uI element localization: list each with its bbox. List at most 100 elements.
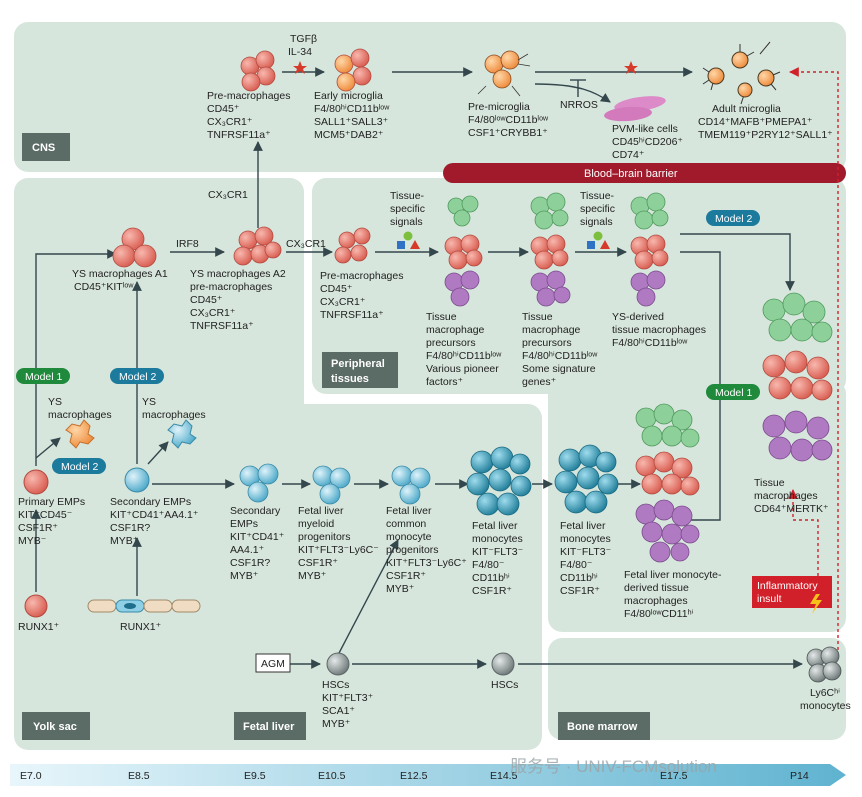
peripheral-panel	[312, 178, 846, 394]
timeline-tick-label: E7.0	[20, 770, 42, 782]
svg-text:CSF1R?: CSF1R?	[110, 522, 150, 534]
svg-text:Tissue: Tissue	[522, 311, 553, 323]
nrros-label: NRROS	[560, 99, 598, 111]
svg-text:F4/80ʰⁱCD11bˡᵒʷ: F4/80ʰⁱCD11bˡᵒʷ	[426, 350, 502, 362]
cns-pre-macrophage-cluster	[240, 50, 276, 92]
svg-text:Fetal liver: Fetal liver	[560, 520, 606, 532]
common-monocyte-progenitor-cluster	[391, 465, 431, 505]
fetal-liver-monocyte-cluster-2	[554, 444, 619, 514]
svg-text:MYB⁺: MYB⁺	[322, 718, 351, 730]
svg-text:Model 2: Model 2	[715, 213, 753, 225]
svg-text:YS: YS	[142, 396, 156, 408]
svg-text:CSF1R⁺: CSF1R⁺	[560, 585, 600, 597]
svg-text:YS macrophages A1: YS macrophages A1	[72, 268, 168, 280]
svg-text:CSF1R⁺: CSF1R⁺	[386, 570, 426, 582]
svg-text:precursors: precursors	[426, 337, 476, 349]
svg-text:macrophage: macrophage	[426, 324, 485, 336]
fl-hsc-cell	[326, 652, 350, 676]
svg-text:IL-34: IL-34	[288, 46, 312, 58]
cns-header: CNS	[22, 133, 70, 161]
bm-hscs-label: HSCs	[491, 679, 518, 691]
svg-text:Various pioneer: Various pioneer	[426, 363, 499, 375]
fl-secondary-emp-cluster	[239, 463, 279, 503]
early-microglia-label: Early microglia F4/80ʰⁱCD11bˡᵒʷ SALL1⁺SA…	[314, 90, 390, 141]
svg-text:Model 2: Model 2	[61, 461, 99, 473]
bone-marrow-header: Bone marrow	[558, 712, 650, 740]
svg-text:F4/80ʰⁱCD11bˡᵒʷ: F4/80ʰⁱCD11bˡᵒʷ	[522, 350, 598, 362]
svg-text:YS macrophages A2: YS macrophages A2	[190, 268, 286, 280]
svg-text:PVM-like cells: PVM-like cells	[612, 123, 678, 135]
svg-text:TNFRSF11a⁺: TNFRSF11a⁺	[320, 309, 384, 321]
svg-text:common: common	[386, 518, 426, 530]
pre-microglia-label: Pre-microglia F4/80ˡᵒʷCD11bˡᵒʷ CSF1⁺CRYB…	[468, 101, 549, 139]
svg-text:Fetal liver: Fetal liver	[386, 505, 432, 517]
svg-text:Adult microglia: Adult microglia	[712, 103, 781, 115]
svg-text:tissue macrophages: tissue macrophages	[612, 324, 706, 336]
svg-text:TGFβ: TGFβ	[290, 33, 317, 45]
svg-text:Peripheral: Peripheral	[331, 358, 385, 370]
secondary-emps-label: Secondary EMPs KIT⁺CD41⁺AA4.1⁺ CSF1R? MY…	[110, 496, 199, 547]
svg-text:TMEM119⁺P2RY12⁺SALL1⁺: TMEM119⁺P2RY12⁺SALL1⁺	[698, 129, 833, 141]
timeline-tick-label: E17.5	[660, 770, 688, 782]
svg-text:Blood–brain barrier: Blood–brain barrier	[584, 168, 678, 180]
adult-microglia-label: Adult microglia CD14⁺MAFB⁺PMEPA1⁺ TMEM11…	[698, 103, 833, 141]
svg-text:Fetal liver: Fetal liver	[298, 505, 344, 517]
ys-derived-label: YS-derived tissue macrophages F4/80ʰⁱCD1…	[612, 311, 706, 349]
svg-text:F4/80ˡᵒʷCD11bˡᵒʷ: F4/80ˡᵒʷCD11bˡᵒʷ	[468, 114, 549, 126]
svg-text:MYB⁺: MYB⁺	[230, 570, 259, 582]
svg-text:KIT⁺FLT3⁻Ly6C⁺: KIT⁺FLT3⁻Ly6C⁺	[386, 557, 467, 569]
svg-text:MYB⁺: MYB⁺	[298, 570, 327, 582]
ys-macrophage-orange-icon	[65, 419, 95, 449]
svg-text:derived tissue: derived tissue	[624, 582, 689, 594]
svg-text:precursors: precursors	[522, 337, 572, 349]
svg-text:Secondary: Secondary	[230, 505, 281, 517]
early-microglia-cluster	[334, 48, 372, 92]
runx1-primary-cell	[24, 594, 48, 618]
svg-text:TNFRSF11a⁺: TNFRSF11a⁺	[207, 129, 271, 141]
svg-text:Ly6Cʰⁱ: Ly6Cʰⁱ	[810, 687, 840, 699]
ys-macrophages-label-b: YS macrophages	[142, 396, 206, 421]
svg-text:CSF1⁺CRYBB1⁺: CSF1⁺CRYBB1⁺	[468, 127, 548, 139]
svg-text:signals: signals	[390, 216, 423, 228]
svg-text:F4/80ʰⁱCD11bˡᵒʷ: F4/80ʰⁱCD11bˡᵒʷ	[612, 337, 688, 349]
flow-arrows	[31, 67, 803, 669]
model-2-badge-ys: Model 2	[110, 368, 164, 384]
peripheral-pre-macrophage-cluster	[334, 227, 371, 264]
svg-text:SCA1⁺: SCA1⁺	[322, 705, 355, 717]
svg-text:genes⁺: genes⁺	[522, 376, 557, 388]
svg-text:insult: insult	[757, 593, 782, 605]
svg-text:CD45⁺: CD45⁺	[207, 103, 240, 115]
svg-text:KIT⁺FLT3⁻Ly6C⁻: KIT⁺FLT3⁻Ly6C⁻	[298, 544, 379, 556]
ys-macrophages-a2-cluster	[233, 226, 282, 266]
tissue-precursor-stack-2	[530, 192, 571, 307]
svg-text:Model 1: Model 1	[715, 387, 753, 399]
tissue-signals-label-2: Tissue- specific signals	[580, 190, 615, 228]
watermark: 服务号 · UNIV-FCMsolution	[510, 757, 717, 776]
monocyte-derived-macrophage-stack	[635, 403, 700, 563]
svg-text:specific: specific	[580, 203, 615, 215]
model-2-badge-primary: Model 2	[52, 458, 106, 474]
ys-macrophage-blue-icon	[167, 419, 197, 449]
svg-text:CD74⁺: CD74⁺	[612, 149, 645, 161]
svg-text:macrophage: macrophage	[522, 324, 581, 336]
svg-text:CSF1R?: CSF1R?	[230, 557, 270, 569]
svg-text:SALL1⁺SALL3⁺: SALL1⁺SALL3⁺	[314, 116, 389, 128]
svg-text:myeloid: myeloid	[298, 518, 334, 530]
model-1-badge-peripheral: Model 1	[706, 384, 760, 400]
timeline-arrow	[10, 764, 846, 786]
tissue-signals-1-icon	[397, 231, 420, 249]
model-2-badge-peripheral: Model 2	[706, 210, 760, 226]
svg-text:monocytes: monocytes	[800, 700, 851, 712]
svg-text:CX₃CR1⁺: CX₃CR1⁺	[320, 296, 366, 308]
cns-panel	[14, 22, 846, 172]
fetal-liver-monocyte-cluster-1	[466, 446, 532, 516]
svg-text:CD11bʰⁱ: CD11bʰⁱ	[560, 572, 598, 584]
svg-text:MYB⁺: MYB⁺	[110, 535, 139, 547]
svg-text:HSCs: HSCs	[322, 679, 349, 691]
peripheral-pre-macrophages-label: Pre-macrophages CD45⁺ CX₃CR1⁺ TNFRSF11a⁺	[320, 270, 403, 321]
svg-text:AGM: AGM	[261, 658, 285, 670]
timeline-tick-label: E10.5	[318, 770, 346, 782]
svg-text:monocyte: monocyte	[386, 531, 432, 543]
svg-text:CD45⁺: CD45⁺	[320, 283, 353, 295]
pvm-like-cells	[604, 96, 666, 122]
